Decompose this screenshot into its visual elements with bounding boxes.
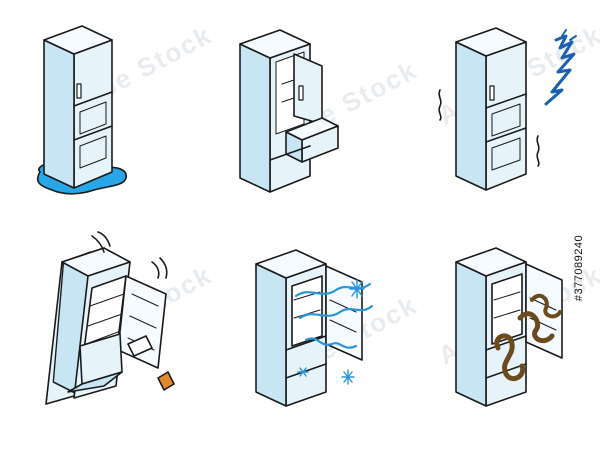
- snowflake-icon: [349, 279, 365, 299]
- odor-swirl-icon: [530, 293, 562, 319]
- fridge-door-open: [239, 29, 339, 193]
- shake-lines-left: [438, 89, 442, 121]
- falling-bottle: [157, 371, 175, 391]
- fridge-water-leak: [36, 25, 128, 195]
- falling-item-cylinder: [127, 335, 153, 357]
- fridge-odor: [455, 247, 563, 407]
- fridge-tipping-over: [45, 231, 175, 405]
- snowflake-icon: [297, 367, 309, 377]
- cold-air-wave: [294, 282, 372, 298]
- cold-air-wave: [304, 337, 358, 349]
- door-handle: [298, 85, 304, 101]
- upper-door-ajar: [293, 53, 323, 125]
- odor-swirl-icon: [517, 311, 555, 344]
- fridge-cold-air: [255, 249, 374, 407]
- fridge-vibrating: [438, 27, 577, 191]
- noise-zigzag-icon: [544, 34, 576, 106]
- door-handle: [76, 83, 82, 99]
- shake-lines-right: [536, 135, 540, 167]
- stock-id-label: #377089240: [572, 234, 585, 302]
- snowflake-icon: [341, 369, 355, 385]
- motion-mark-icon: [91, 231, 111, 253]
- door-handle: [489, 85, 495, 101]
- odor-swirl-icon: [494, 333, 526, 381]
- cold-air-wave: [298, 304, 374, 320]
